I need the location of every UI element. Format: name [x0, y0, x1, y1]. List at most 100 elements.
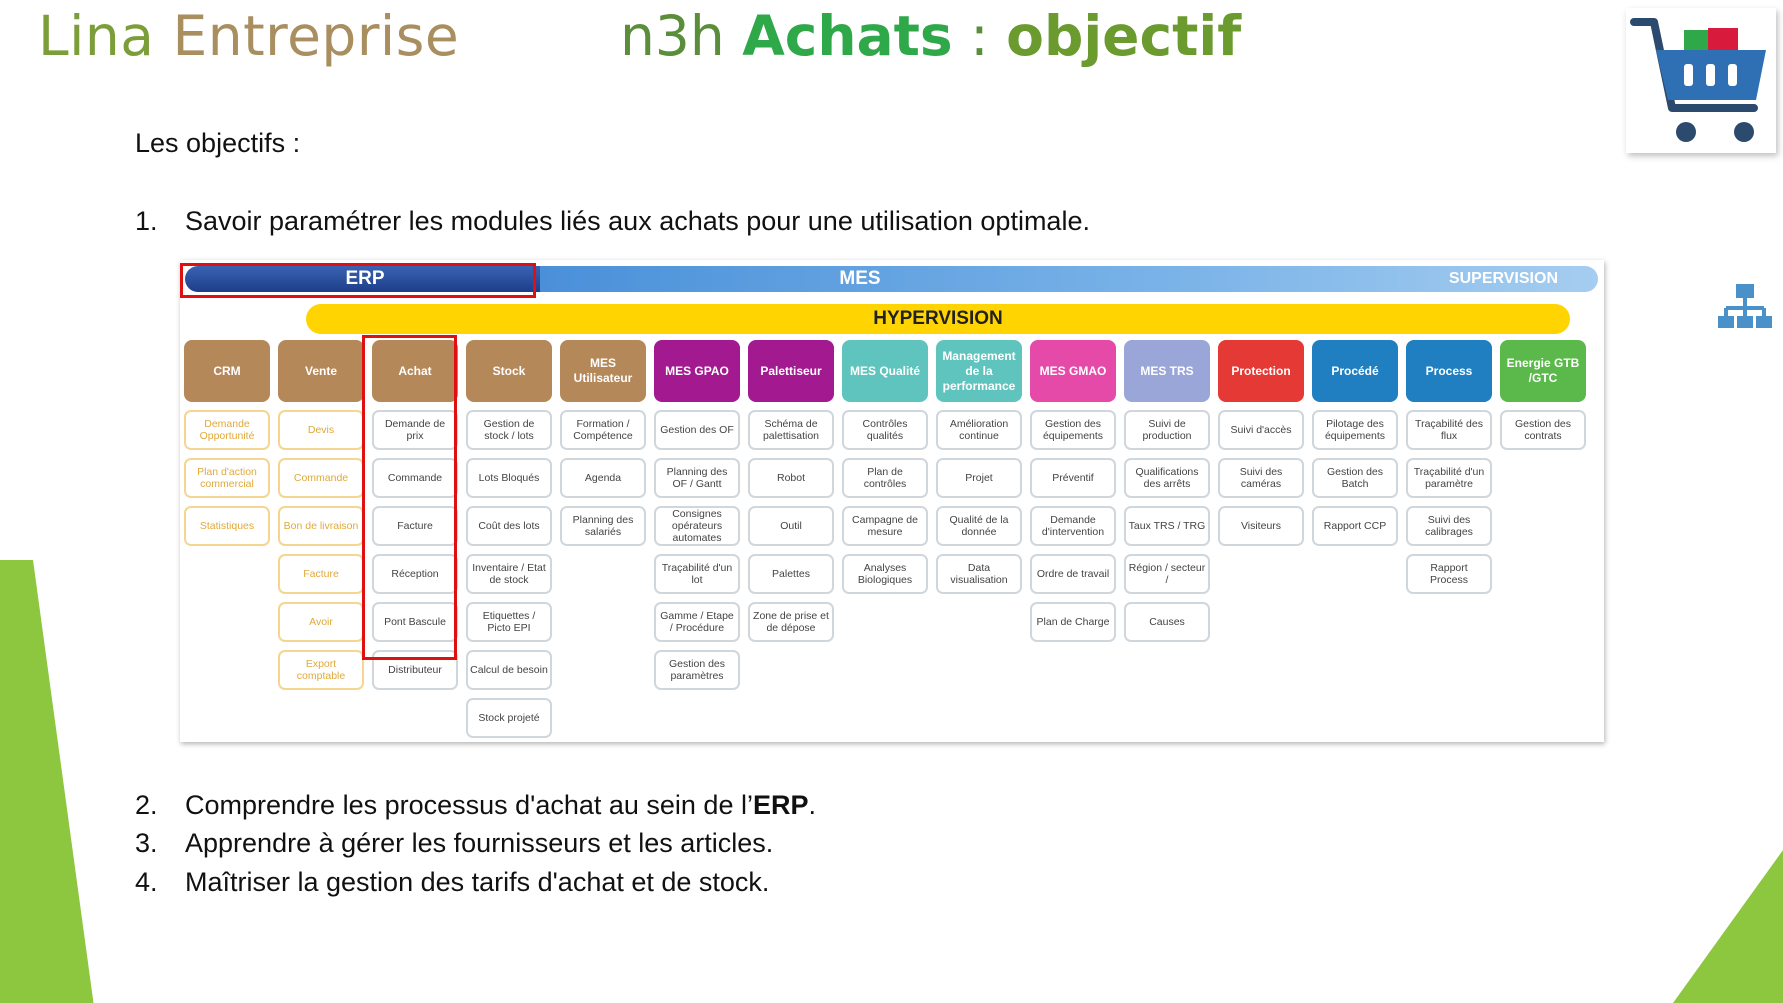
supervision-label: SUPERVISION	[1448, 270, 1558, 287]
brand-title: Lina Entreprise	[38, 4, 459, 68]
module-header: Vente	[278, 340, 364, 402]
module-item: Gestion de stock / lots	[466, 410, 552, 450]
objective-text: Apprendre à gérer les fournisseurs et le…	[185, 828, 774, 858]
module-item: Stock projeté	[466, 698, 552, 738]
module-item: Consignes opérateurs automates	[654, 506, 740, 546]
module-item: Projet	[936, 458, 1022, 498]
module-item: Analyses Biologiques	[842, 554, 928, 594]
module-item: Calcul de besoin	[466, 650, 552, 690]
module-item: Planning des OF / Gantt	[654, 458, 740, 498]
module-header: CRM	[184, 340, 270, 402]
module-item: Traçabilité d'un lot	[654, 554, 740, 594]
module-item: Traçabilité d'un paramètre	[1406, 458, 1492, 498]
module-item: Qualité de la donnée	[936, 506, 1022, 546]
module-item: Distributeur	[372, 650, 458, 690]
module-item: Commande	[278, 458, 364, 498]
decorative-green-shape-left	[0, 560, 94, 1003]
module-item: Statistiques	[184, 506, 270, 546]
module-item: Gamme / Etape / Procédure	[654, 602, 740, 642]
title-part-3: :	[970, 4, 989, 68]
module-item: Contrôles qualités	[842, 410, 928, 450]
objective-text: Maîtriser la gestion des tarifs d'achat …	[185, 867, 770, 897]
module-item: Avoir	[278, 602, 364, 642]
module-item: Lots Bloqués	[466, 458, 552, 498]
module-header: Process	[1406, 340, 1492, 402]
org-chart-icon[interactable]	[1716, 270, 1774, 338]
module-item: Plan d'action commercial	[184, 458, 270, 498]
module-item: Demande de prix	[372, 410, 458, 450]
brand-word-1: Lina	[38, 4, 155, 68]
module-item: Causes	[1124, 602, 1210, 642]
module-column: Energie GTB /GTC Gestion des contrats	[1500, 340, 1586, 450]
module-item: Région / secteur /	[1124, 554, 1210, 594]
module-header: MES GPAO	[654, 340, 740, 402]
module-item: Facture	[278, 554, 364, 594]
module-item: Pont Bascule	[372, 602, 458, 642]
module-item: Plan de contrôles	[842, 458, 928, 498]
module-item: Visiteurs	[1218, 506, 1304, 546]
decorative-green-shape-right	[1673, 850, 1783, 1003]
module-item: Export comptable	[278, 650, 364, 690]
module-item: Formation / Compétence	[560, 410, 646, 450]
module-item: Suivi des calibrages	[1406, 506, 1492, 546]
module-header: Achat	[372, 340, 458, 402]
module-header: Stock	[466, 340, 552, 402]
module-item: Agenda	[560, 458, 646, 498]
objective-number: 2.	[135, 790, 158, 820]
module-item: Gestion des contrats	[1500, 410, 1586, 450]
module-header: Energie GTB /GTC	[1500, 340, 1586, 402]
module-item: Suivi d'accès	[1218, 410, 1304, 450]
module-header: MES TRS	[1124, 340, 1210, 402]
erp-band: ERP	[185, 266, 545, 292]
brand-word-2: Entreprise	[172, 4, 460, 68]
module-item: Taux TRS / TRG	[1124, 506, 1210, 546]
module-item: Commande	[372, 458, 458, 498]
shopping-cart-icon	[1626, 8, 1776, 153]
module-header: Protection	[1218, 340, 1304, 402]
module-item: Gestion des équipements	[1030, 410, 1116, 450]
module-header: Procédé	[1312, 340, 1398, 402]
objectives-lead: Les objectifs :	[135, 128, 301, 158]
module-item: Suivi des caméras	[1218, 458, 1304, 498]
module-item: Rapport CCP	[1312, 506, 1398, 546]
objective-item-3: 3. Apprendre à gérer les fournisseurs et …	[135, 828, 773, 859]
module-item: Pilotage des équipements	[1312, 410, 1398, 450]
module-item: Inventaire / Etat de stock	[466, 554, 552, 594]
module-header: Palettiseur	[748, 340, 834, 402]
module-header: MES GMAO	[1030, 340, 1116, 402]
objective-text: Savoir paramétrer les modules liés aux a…	[185, 206, 1090, 236]
module-item: Coût des lots	[466, 506, 552, 546]
module-header: Management de la performance	[936, 340, 1022, 402]
module-item: Etiquettes / Picto EPI	[466, 602, 552, 642]
module-item: Robot	[748, 458, 834, 498]
objective-text: Comprendre les processus d'achat au sein…	[185, 790, 753, 820]
module-item: Ordre de travail	[1030, 554, 1116, 594]
module-header: MES Qualité	[842, 340, 928, 402]
module-item: Gestion des paramètres	[654, 650, 740, 690]
module-item: Demande Opportunité	[184, 410, 270, 450]
module-item: Plan de Charge	[1030, 602, 1116, 642]
module-item: Bon de livraison	[278, 506, 364, 546]
erp-highlight-frame	[180, 263, 536, 298]
title-part-2: Achats	[742, 4, 953, 68]
module-item: Demande d'intervention	[1030, 506, 1116, 546]
hypervision-band: HYPERVISION	[306, 304, 1570, 334]
objective-number: 3.	[135, 828, 158, 858]
module-item: Schéma de palettisation	[748, 410, 834, 450]
module-header: MES Utilisateur	[560, 340, 646, 402]
module-item: Outil	[748, 506, 834, 546]
module-item: Zone de prise et de dépose	[748, 602, 834, 642]
module-item: Qualifications des arrêts	[1124, 458, 1210, 498]
